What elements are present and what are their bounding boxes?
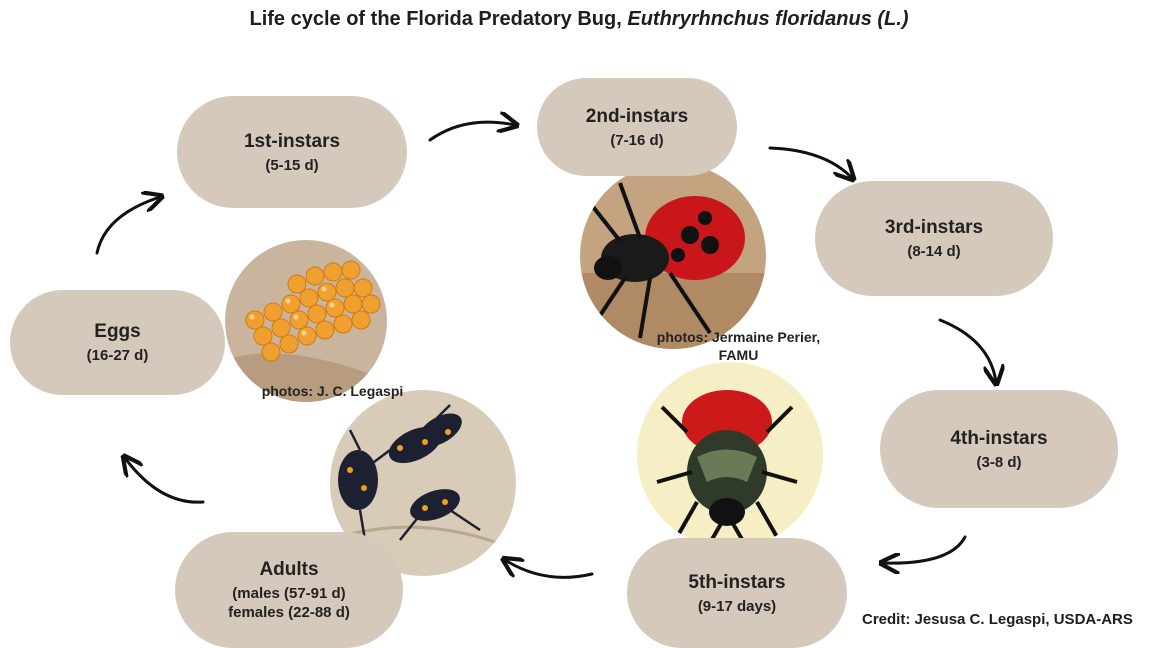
stage-second-name: 2nd-instars xyxy=(586,106,688,128)
arrow-fifth-to-adults xyxy=(505,560,592,577)
credit-text: Credit: Jesusa C. Legaspi, USDA-ARS xyxy=(862,611,1133,628)
stage-adults: Adults (males (57-91 d) females (22-88 d… xyxy=(175,532,403,648)
stage-first-name: 1st-instars xyxy=(244,131,340,153)
stage-fifth-duration: (9-17 days) xyxy=(698,598,776,615)
stage-adults-males: (males (57-91 d) xyxy=(232,585,345,602)
stage-third-duration: (8-14 d) xyxy=(907,243,960,260)
arrow-fourth-to-fifth xyxy=(883,537,965,563)
stage-fifth-name: 5th-instars xyxy=(688,572,785,594)
title-species: Euthryrhnchus floridanus (L.) xyxy=(627,8,908,30)
fifth-instar-photo xyxy=(637,362,823,548)
arrow-third-to-fourth xyxy=(940,320,996,382)
stage-adults-females: females (22-88 d) xyxy=(228,604,350,621)
arrow-second-to-third xyxy=(770,148,852,178)
stage-fourth-duration: (3-8 d) xyxy=(977,454,1022,471)
stage-fifth-instars: 5th-instars (9-17 days) xyxy=(627,538,847,648)
stage-fourth-name: 4th-instars xyxy=(950,428,1047,450)
title-prefix: Life cycle of the Florida Predatory Bug, xyxy=(250,8,628,30)
stage-fourth-instars: 4th-instars (3-8 d) xyxy=(880,390,1118,508)
diagram-title: Life cycle of the Florida Predatory Bug,… xyxy=(0,8,1158,31)
stage-second-duration: (7-16 d) xyxy=(610,132,663,149)
stage-second-instars: 2nd-instars (7-16 d) xyxy=(537,78,737,176)
arrow-first-to-second xyxy=(430,122,515,140)
arrow-adults-to-eggs xyxy=(125,458,203,502)
photo-caption-right-line2: FAMU xyxy=(636,346,841,364)
stage-adults-name: Adults xyxy=(259,559,318,581)
second-instar-photo xyxy=(580,163,766,349)
photo-caption-right-line1: photos: Jermaine Perier, xyxy=(636,328,841,346)
stage-third-name: 3rd-instars xyxy=(885,217,983,239)
eggs-photo xyxy=(225,240,387,402)
stage-eggs-duration: (16-27 d) xyxy=(87,347,149,364)
stage-first-duration: (5-15 d) xyxy=(265,157,318,174)
stage-first-instars: 1st-instars (5-15 d) xyxy=(177,96,407,208)
arrow-eggs-to-first xyxy=(97,197,160,253)
photo-caption-right: photos: Jermaine Perier, FAMU xyxy=(636,328,841,364)
photo-caption-left: photos: J. C. Legaspi xyxy=(250,382,415,400)
stage-eggs-name: Eggs xyxy=(94,321,140,343)
stage-third-instars: 3rd-instars (8-14 d) xyxy=(815,181,1053,296)
stage-eggs: Eggs (16-27 d) xyxy=(10,290,225,395)
